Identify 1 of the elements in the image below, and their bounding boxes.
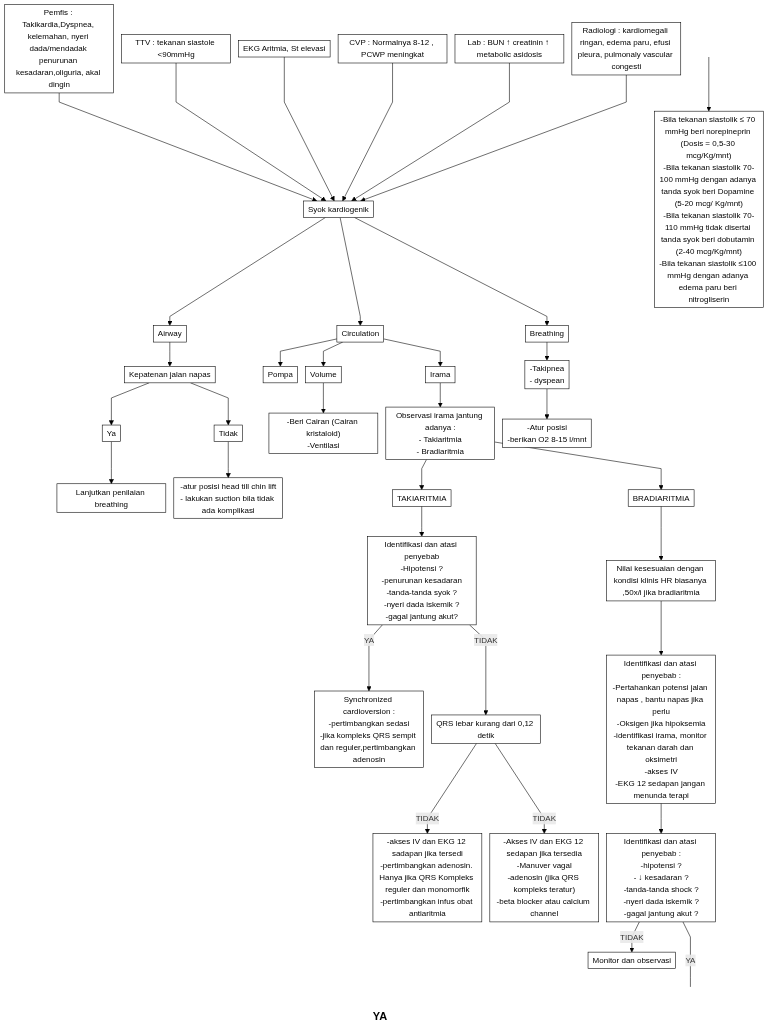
note-text: YA [372,1010,388,1022]
